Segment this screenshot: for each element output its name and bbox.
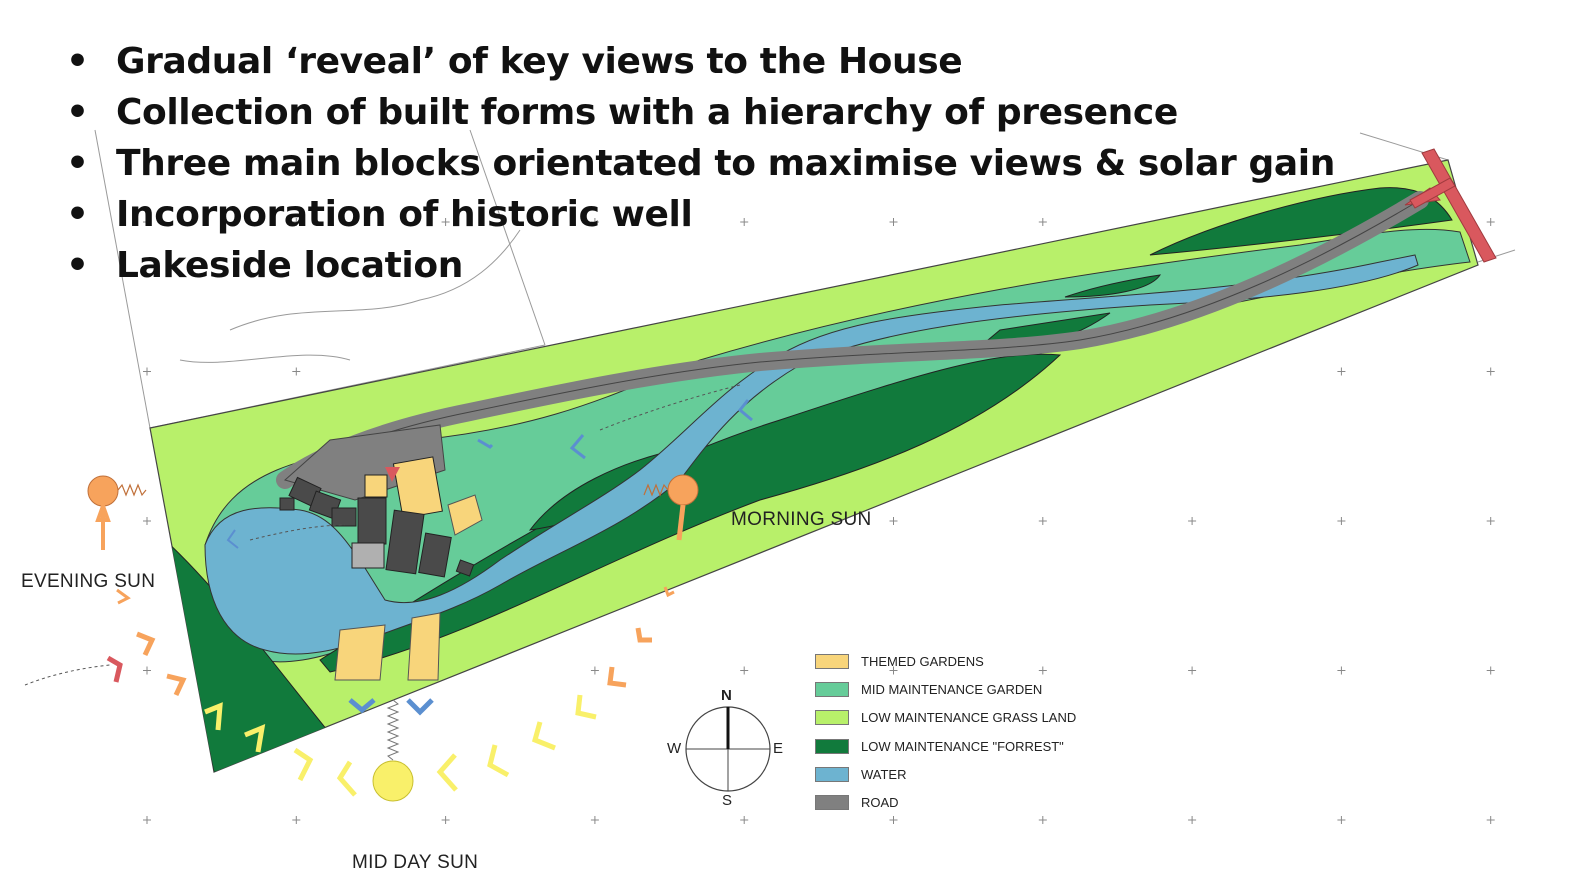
bullet-dot: • bbox=[66, 92, 89, 133]
bullet-dot: • bbox=[66, 41, 89, 82]
legend-label: LOW MAINTENANCE GRASS LAND bbox=[861, 710, 1077, 726]
bullet-item: • Gradual ‘reveal’ of key views to the Ho… bbox=[66, 36, 1335, 87]
bullet-dot: • bbox=[66, 194, 89, 235]
legend-swatch bbox=[815, 681, 849, 697]
bullet-item: • Three main blocks orientated to maximis… bbox=[66, 138, 1335, 189]
legend-swatch bbox=[815, 738, 849, 754]
legend-label: THEMED GARDENS bbox=[861, 653, 984, 669]
bullet-text: Incorporation of historic well bbox=[116, 194, 693, 235]
bullet-list: • Gradual ‘reveal’ of key views to the Ho… bbox=[66, 36, 1335, 291]
legend-label: MID MAINTENANCE GARDEN bbox=[861, 681, 1043, 697]
road-edge bbox=[284, 199, 1421, 481]
legend-item: MID MAINTENANCE GARDEN bbox=[815, 675, 1076, 703]
view-lines bbox=[24, 384, 741, 686]
bullet-text: Gradual ‘reveal’ of key views to the Hou… bbox=[116, 41, 963, 82]
compass-south-label: S bbox=[722, 792, 733, 809]
evening-sun-label: EVENING SUN bbox=[21, 571, 156, 592]
bullet-dot: • bbox=[66, 143, 89, 184]
legend: THEMED GARDENS MID MAINTENANCE GARDEN LO… bbox=[815, 647, 1076, 817]
legend-label: WATER bbox=[861, 766, 907, 782]
legend-swatch bbox=[815, 653, 849, 669]
legend-swatch bbox=[815, 710, 849, 726]
bullet-text: Collection of built forms with a hierarc… bbox=[116, 92, 1178, 133]
legend-item: THEMED GARDENS bbox=[815, 647, 1076, 675]
buildings bbox=[279, 456, 475, 578]
site-entrance-marker bbox=[1404, 148, 1497, 263]
morning-sun-label: MORNING SUN bbox=[731, 509, 872, 530]
morning-sun-icon bbox=[643, 474, 699, 541]
bullet-text: Lakeside location bbox=[116, 245, 463, 286]
bullet-item: • Incorporation of historic well bbox=[66, 189, 1335, 240]
legend-swatch bbox=[815, 795, 849, 811]
legend-item: WATER bbox=[815, 760, 1076, 788]
bullet-text: Three main blocks orientated to maximise… bbox=[116, 143, 1335, 184]
legend-label: ROAD bbox=[861, 795, 899, 811]
legend-item: LOW MAINTENANCE "FORREST" bbox=[815, 732, 1076, 760]
bullet-item: • Lakeside location bbox=[66, 240, 1335, 291]
water-area bbox=[204, 254, 1419, 655]
sun-path-chevrons bbox=[106, 399, 753, 797]
evening-sun-icon bbox=[87, 475, 147, 550]
compass-east-label: E bbox=[773, 740, 784, 757]
legend-swatch bbox=[815, 766, 849, 782]
midday-sun-icon bbox=[372, 699, 414, 802]
entry-arrow-icon bbox=[385, 467, 400, 482]
midday-sun-label: MID DAY SUN bbox=[352, 852, 479, 873]
bullet-dot: • bbox=[66, 245, 89, 286]
themed-gardens bbox=[334, 494, 483, 681]
bullet-item: • Collection of built forms with a hierar… bbox=[66, 87, 1335, 138]
compass-west-label: W bbox=[667, 740, 682, 757]
legend-item: LOW MAINTENANCE GRASS LAND bbox=[815, 704, 1076, 732]
legend-item: ROAD bbox=[815, 788, 1076, 816]
legend-label: LOW MAINTENANCE "FORREST" bbox=[861, 738, 1064, 754]
compass-north-label: N bbox=[721, 687, 732, 704]
compass-icon bbox=[685, 706, 771, 792]
